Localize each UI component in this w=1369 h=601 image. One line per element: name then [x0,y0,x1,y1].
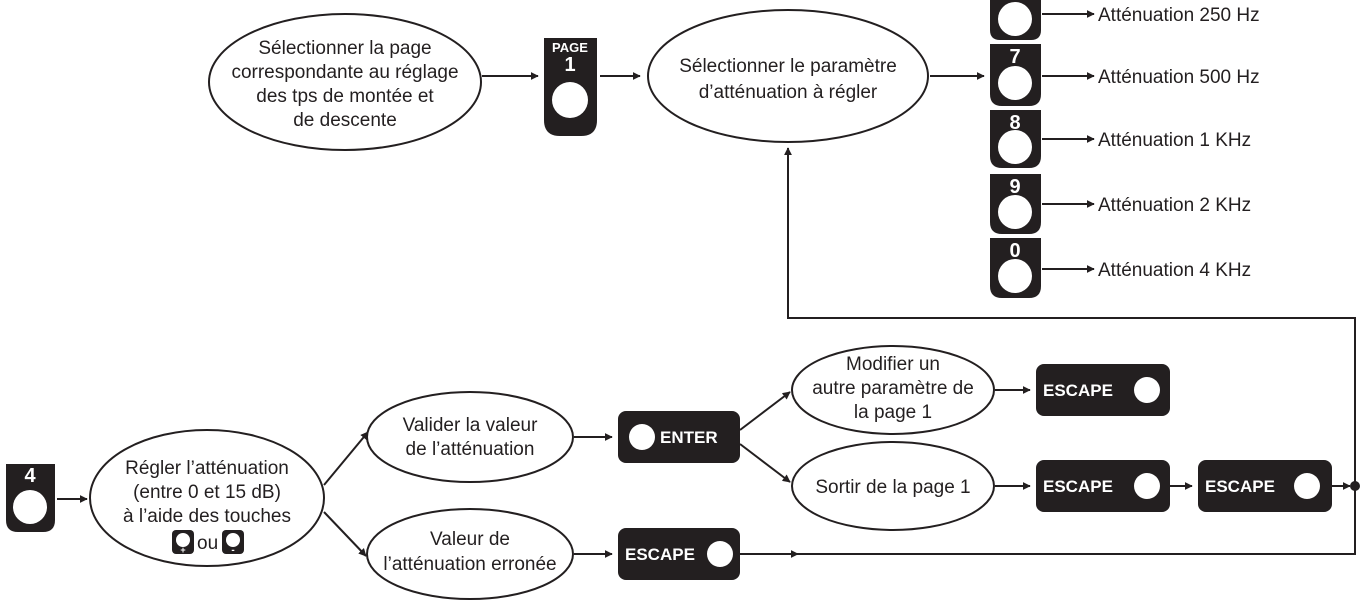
svg-text:+: + [180,545,185,555]
attenuation-1khz-label: Atténuation 1 KHz [1098,130,1251,151]
key-8-label: 8 [1009,112,1020,134]
escape-key-exit-1[interactable]: ESCAPE [1036,460,1170,512]
attenuation-2khz-label: Atténuation 2 KHz [1098,195,1251,216]
arrow-to-modify [739,391,791,431]
key-button-circle [707,541,733,567]
arrow-to-validate [323,431,369,486]
key-4-label: 4 [24,465,36,487]
modify-node: Modifier un autre paramètre de la page 1 [791,345,995,435]
wrong-line-2: l’atténuation erronée [383,554,556,575]
exit-line-1: Sortir de la page 1 [815,477,970,498]
loop-back-arrow [784,147,1356,485]
attenuation-250hz[interactable]: Atténuation 250 Hz [990,0,1260,40]
page-key-label: PAGE [552,40,588,55]
wrong-line-1: Valeur de [430,529,510,550]
select-param-line-1: Sélectionner le paramètre [679,56,897,77]
attenuation-2khz[interactable]: 9 Atténuation 2 KHz [990,174,1251,234]
escape-key-wrong[interactable]: ESCAPE [618,528,740,580]
wrong-return-line [798,486,1356,555]
escape-label: ESCAPE [625,545,695,564]
attenuation-4khz-label: Atténuation 4 KHz [1098,260,1251,281]
enter-label: ENTER [660,428,718,447]
select-page-line-4: de descente [293,110,397,131]
adjust-node: Régler l’atténuation (entre 0 et 15 dB) … [89,429,325,567]
page-key-number: 1 [564,54,575,76]
adjust-line-3: à l’aide des touches [123,506,291,527]
page-1-key[interactable]: PAGE 1 [544,38,597,136]
key-button-circle [1134,473,1160,499]
minus-key-icon: - [222,530,244,556]
attenuation-4khz[interactable]: 0 Atténuation 4 KHz [990,238,1251,298]
key-button-circle [998,66,1032,100]
attenuation-250hz-label: Atténuation 250 Hz [1098,5,1260,26]
modify-line-1: Modifier un [846,354,940,375]
arrow-to-exit [739,443,791,483]
svg-text:-: - [231,545,234,556]
escape-label: ESCAPE [1205,477,1275,496]
validate-node: Valider la valeur de l’atténuation [366,391,574,483]
adjust-or: ou [197,533,218,554]
modify-line-3: la page 1 [854,402,932,423]
key-9-label: 9 [1009,176,1020,198]
enter-key[interactable]: ENTER [618,411,740,463]
key-button-circle [998,130,1032,164]
escape-key-modify[interactable]: ESCAPE [1036,364,1170,416]
validate-line-2: de l’atténuation [406,439,535,460]
select-page-line-2: correspondante au réglage [231,62,458,83]
key-7-label: 7 [1009,46,1020,68]
key-button-circle [629,424,655,450]
exit-node: Sortir de la page 1 [791,441,995,531]
select-page-node: Sélectionner la page correspondante au r… [208,13,482,151]
key-button-circle [1134,377,1160,403]
escape-key-exit-2[interactable]: ESCAPE [1198,460,1332,512]
escape-label: ESCAPE [1043,381,1113,400]
plus-key-icon: + [172,530,194,555]
select-page-line-3: des tps de montée et [256,86,434,107]
key-4[interactable]: 4 [6,464,55,532]
attenuation-500hz-label: Atténuation 500 Hz [1098,67,1260,88]
adjust-line-2: (entre 0 et 15 dB) [133,482,281,503]
key-button-circle [1294,473,1320,499]
key-button-circle [552,82,588,118]
validate-line-1: Valider la valeur [403,415,539,436]
adjust-line-1: Régler l’atténuation [125,458,289,479]
key-button-circle [998,195,1032,229]
modify-line-2: autre paramètre de [812,378,974,399]
attenuation-500hz[interactable]: 7 Atténuation 500 Hz [990,44,1260,106]
arrow-to-wrong [323,511,367,557]
key-0-label: 0 [1009,240,1020,262]
key-button-circle [998,259,1032,293]
wrong-value-node: Valeur de l’atténuation erronée [366,508,574,600]
escape-label: ESCAPE [1043,477,1113,496]
select-param-line-2: d’atténuation à régler [699,82,878,103]
select-param-node: Sélectionner le paramètre d’atténuation … [647,9,929,143]
key-button-circle [998,2,1032,36]
key-button-circle [13,490,47,524]
attenuation-1khz[interactable]: 8 Atténuation 1 KHz [990,110,1251,168]
select-page-line-1: Sélectionner la page [258,38,431,59]
